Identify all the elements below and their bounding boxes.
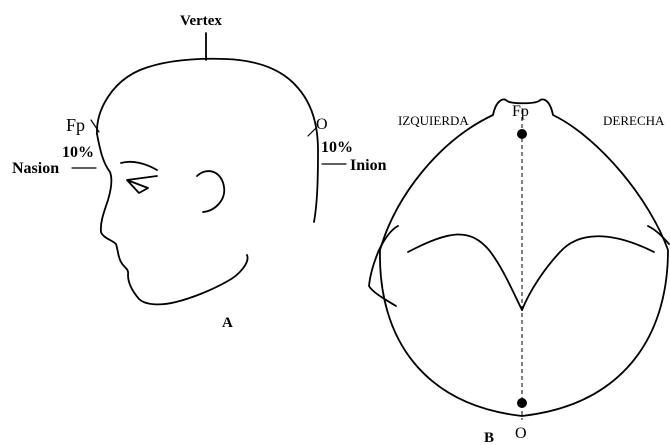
- head-top-outline: [380, 99, 668, 416]
- o-electrode: [517, 398, 527, 408]
- label-fp-side: Fp: [66, 115, 85, 135]
- label-o-side: O: [316, 116, 328, 133]
- left-inner-arc: [408, 234, 522, 310]
- ear-outline: [197, 171, 224, 212]
- label-fp-top: Fp: [512, 103, 529, 120]
- label-izquierda: IZQUIERDA: [398, 113, 469, 128]
- label-vertex: Vertex: [180, 13, 222, 29]
- label-derecha: DERECHA: [603, 113, 665, 128]
- panel-a-side-view: Vertex Fp 10% Nasion O 10% Inion A: [12, 13, 387, 331]
- label-nasion: Nasion: [12, 160, 59, 177]
- o-marker-line: [308, 128, 316, 136]
- skull-outline: [97, 59, 318, 222]
- caption-a: A: [222, 315, 233, 331]
- face-profile: [97, 134, 248, 304]
- label-inion: Inion: [350, 157, 387, 174]
- label-o-top: O: [515, 425, 527, 442]
- panel-b-top-view: IZQUIERDA DERECHA Fp O B: [369, 99, 669, 445]
- eyebrow: [121, 162, 157, 170]
- caption-b: B: [484, 430, 494, 445]
- right-inner-arc: [522, 236, 654, 310]
- fp-electrode: [517, 129, 527, 139]
- eye: [127, 176, 157, 193]
- label-fp-percent: 10%: [62, 144, 94, 161]
- label-o-percent: 10%: [321, 139, 353, 156]
